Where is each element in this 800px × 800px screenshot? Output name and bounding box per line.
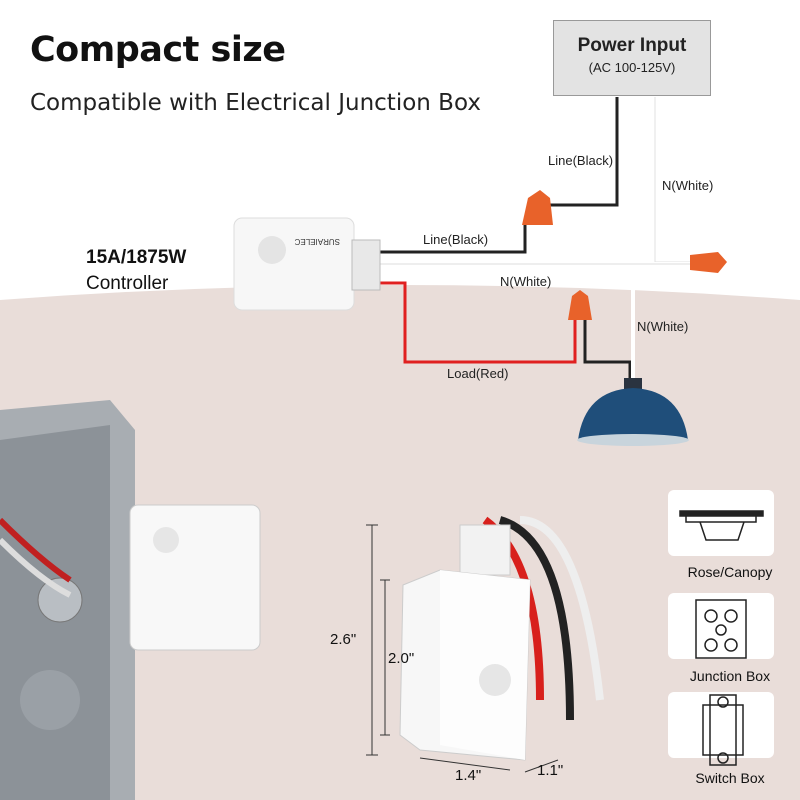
wire-connector-icon bbox=[522, 190, 727, 320]
page-title: Compact size bbox=[30, 30, 286, 70]
junction-box-photo bbox=[0, 400, 261, 800]
label-junction-box: Junction Box bbox=[689, 668, 771, 684]
dimension-height-body: 2.0" bbox=[388, 650, 415, 667]
controller-brand: SURAIELEC bbox=[294, 237, 340, 246]
power-input-box: Power Input (AC 100-125V) bbox=[553, 20, 711, 96]
load-wire bbox=[380, 281, 577, 364]
label-neutral: N(White) bbox=[500, 274, 552, 289]
label-rose-canopy: Rose/Canopy bbox=[687, 564, 773, 580]
page-subtitle: Compatible with Electrical Junction Box bbox=[30, 90, 481, 116]
label-line-top: Line(Black) bbox=[548, 153, 614, 168]
dimension-height-total: 2.6" bbox=[330, 631, 357, 648]
label-neutral-lamp: N(White) bbox=[637, 319, 689, 334]
label-load: Load(Red) bbox=[447, 366, 509, 381]
label-line: Line(Black) bbox=[423, 232, 489, 247]
dimension-width: 1.4" bbox=[455, 767, 482, 784]
label-neutral-top: N(White) bbox=[662, 178, 714, 193]
line-wire-controller bbox=[380, 225, 527, 254]
load-lamp-wire bbox=[583, 320, 632, 380]
controller-image: SURAIELEC bbox=[233, 217, 381, 311]
product-photo bbox=[399, 516, 604, 761]
dimension-lines bbox=[366, 524, 559, 773]
controller-rating: 15A/1875W bbox=[86, 247, 187, 268]
label-switch-box: Switch Box bbox=[695, 770, 765, 786]
power-input-title: Power Input bbox=[577, 35, 687, 56]
card-rose-canopy bbox=[668, 490, 774, 556]
controller-name: Controller bbox=[86, 273, 169, 294]
card-junction-box bbox=[668, 593, 774, 659]
power-input-range: (AC 100-125V) bbox=[588, 60, 676, 75]
card-switch-box bbox=[668, 692, 774, 758]
dimension-depth: 1.1" bbox=[537, 762, 564, 779]
lamp-icon bbox=[577, 378, 689, 446]
